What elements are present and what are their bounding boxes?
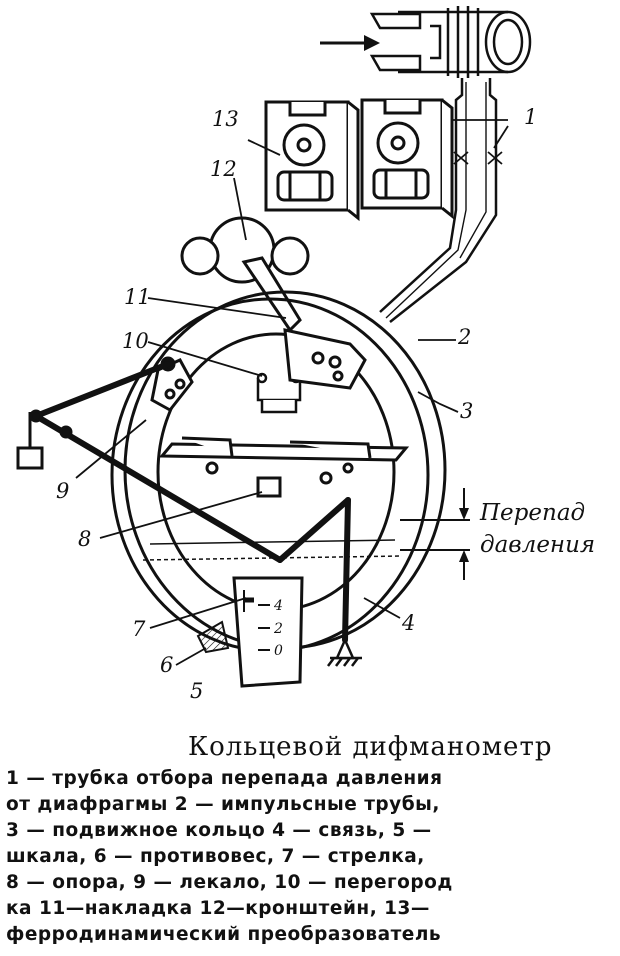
caption-line-2: от диафрагмы 2 — импульсные трубы, [6, 794, 440, 815]
scale-mark-0: 0 [274, 643, 283, 659]
right-pivot-support [327, 636, 362, 667]
label-13: 13 [212, 107, 239, 131]
flow-arrow [320, 35, 380, 51]
caption-line-5: 8 — опора, 9 — лекало, 10 — перегород [6, 872, 453, 893]
caption-line-4: шкала, 6 — противовес, 7 — стрелка, [6, 846, 425, 867]
label-4: 4 [401, 611, 415, 635]
ring-differential-manometer-diagram: 4 2 0 Перепад давления 1 2 3 4 [16, 6, 595, 703]
label-6: 6 [160, 653, 173, 677]
caption-line-3: 3 — подвижное кольцо 4 — связь, 5 — [6, 820, 432, 841]
caption-line-6: ка 11—накладка 12—кронштейн, 13— [6, 898, 430, 919]
overlay-plate [283, 328, 367, 390]
pressure-drop-label-line1: Перепад [479, 500, 585, 526]
linkage [33, 361, 351, 643]
scale-plate: 4 2 0 [232, 576, 304, 688]
label-8: 8 [78, 527, 91, 551]
caption-line-7: ферродинамический преобразователь [6, 924, 442, 945]
pressure-drop-indicator [400, 488, 470, 580]
ferrodynamic-converter-right [360, 98, 454, 220]
scale-mark-4: 4 [273, 598, 283, 614]
label-9: 9 [56, 479, 69, 503]
pipe-with-diaphragm [369, 6, 532, 78]
caption-line-1: 1 — трубка отбора перепада давления [6, 768, 443, 789]
support-frame [158, 436, 410, 498]
label-10: 10 [122, 329, 149, 353]
pressure-drop-label-line2: давления [480, 532, 595, 558]
partition [256, 372, 302, 414]
counterweight [196, 620, 230, 654]
label-1: 1 [524, 105, 537, 129]
ferrodynamic-converter-left [264, 100, 360, 222]
label-5: 5 [190, 679, 203, 703]
label-3: 3 [460, 399, 473, 423]
scale-mark-2: 2 [273, 621, 283, 637]
label-12: 12 [210, 157, 237, 181]
caption-title: Кольцевой дифманометр [188, 732, 553, 762]
leader-lines [75, 125, 509, 666]
impulse-tubes [379, 78, 508, 323]
label-7: 7 [132, 617, 146, 641]
pointer [243, 590, 254, 612]
left-pivot-support [16, 409, 73, 470]
label-11: 11 [124, 285, 151, 309]
label-2: 2 [457, 325, 471, 349]
figure-caption: Кольцевой дифманометр 1 — трубка отбора … [0, 728, 620, 956]
